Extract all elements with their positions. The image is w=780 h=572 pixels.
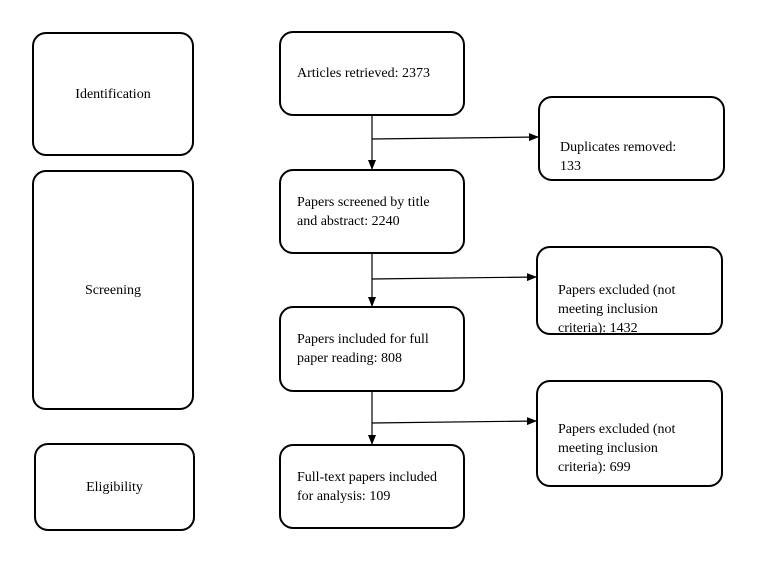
flow-box-retrieved: Articles retrieved: 2373 [279,31,465,116]
flow-retrieved-text: Articles retrieved: 2373 [297,66,430,81]
exclusion-box-criteria-1: Papers excluded (not meeting inclusion c… [536,246,723,336]
stage-identification: Identification [32,32,194,156]
stage-eligibility: Eligibility [34,443,195,531]
excluded-criteria-2-text: Papers excluded (not meeting inclusion c… [558,422,676,475]
flow-full-reading-text: Papers included for full paper reading: … [297,332,429,366]
stage-screening-label: Screening [85,282,141,298]
flow-screened-text: Papers screened by title and abstract: 2… [297,194,430,229]
flow-box-screened: Papers screened by title and abstract: 2… [279,169,465,254]
stage-identification-label: Identification [75,86,151,102]
flow-analysis-text: Full-text papers included for analysis: … [297,469,437,504]
flow-box-full-reading: Papers included for full paper reading: … [279,306,465,392]
exclusion-box-criteria-2: Papers excluded (not meeting inclusion c… [536,380,723,487]
flow-box-analysis: Full-text papers included for analysis: … [279,444,465,529]
arrow-to-excluded-2 [371,417,537,426]
stage-screening: Screening [32,170,194,410]
excluded-criteria-1-text: Papers excluded (not meeting inclusion c… [558,283,676,336]
arrow-to-duplicates [371,133,539,142]
exclusion-box-duplicates: Duplicates removed: 133 [538,96,725,181]
duplicates-removed-text: Duplicates removed: 133 [560,140,677,174]
stage-eligibility-label: Eligibility [86,479,143,495]
arrow-to-excluded-1 [371,273,537,282]
